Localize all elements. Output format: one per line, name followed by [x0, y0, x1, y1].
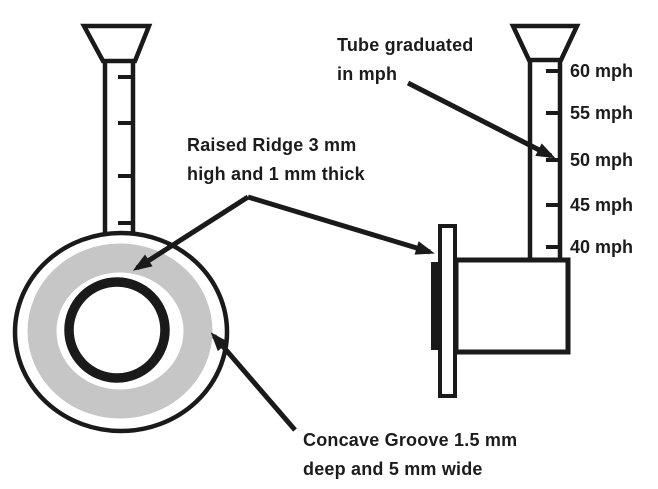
arrow-raised-ridge-front	[132, 194, 250, 271]
label-concave-groove: Concave Groove 1.5 mm deep and 5 mm wide	[303, 430, 518, 479]
disc-side	[438, 224, 457, 398]
arrow-raised-ridge-side	[247, 194, 435, 255]
funnel-right	[509, 23, 581, 63]
scale-label-55mph: 55 mph	[570, 103, 634, 123]
raised-ridge-side	[431, 262, 441, 350]
tube-left-ticks	[118, 75, 133, 225]
side-view-device	[431, 23, 581, 398]
label-raised-ridge: Raised Ridge 3 mm high and 1 mm thick	[187, 135, 365, 184]
arrow-tube-graduated	[406, 80, 556, 159]
concave-groove-ring	[27, 243, 213, 419]
label-tube-graduated: Tube graduated in mph	[337, 35, 474, 84]
body-block-side	[453, 257, 571, 355]
front-view-device	[12, 23, 230, 434]
tube-right-ticks	[546, 69, 560, 249]
scale-label-45mph: 45 mph	[570, 195, 634, 215]
raised-ridge-ring	[64, 277, 170, 383]
leader-arrows	[132, 80, 556, 432]
funnel-left	[80, 23, 153, 64]
scale-label-50mph: 50 mph	[570, 150, 634, 170]
arrow-concave-groove	[210, 332, 297, 432]
scale-label-40mph: 40 mph	[570, 237, 634, 257]
scale-label-60mph: 60 mph	[570, 61, 634, 81]
